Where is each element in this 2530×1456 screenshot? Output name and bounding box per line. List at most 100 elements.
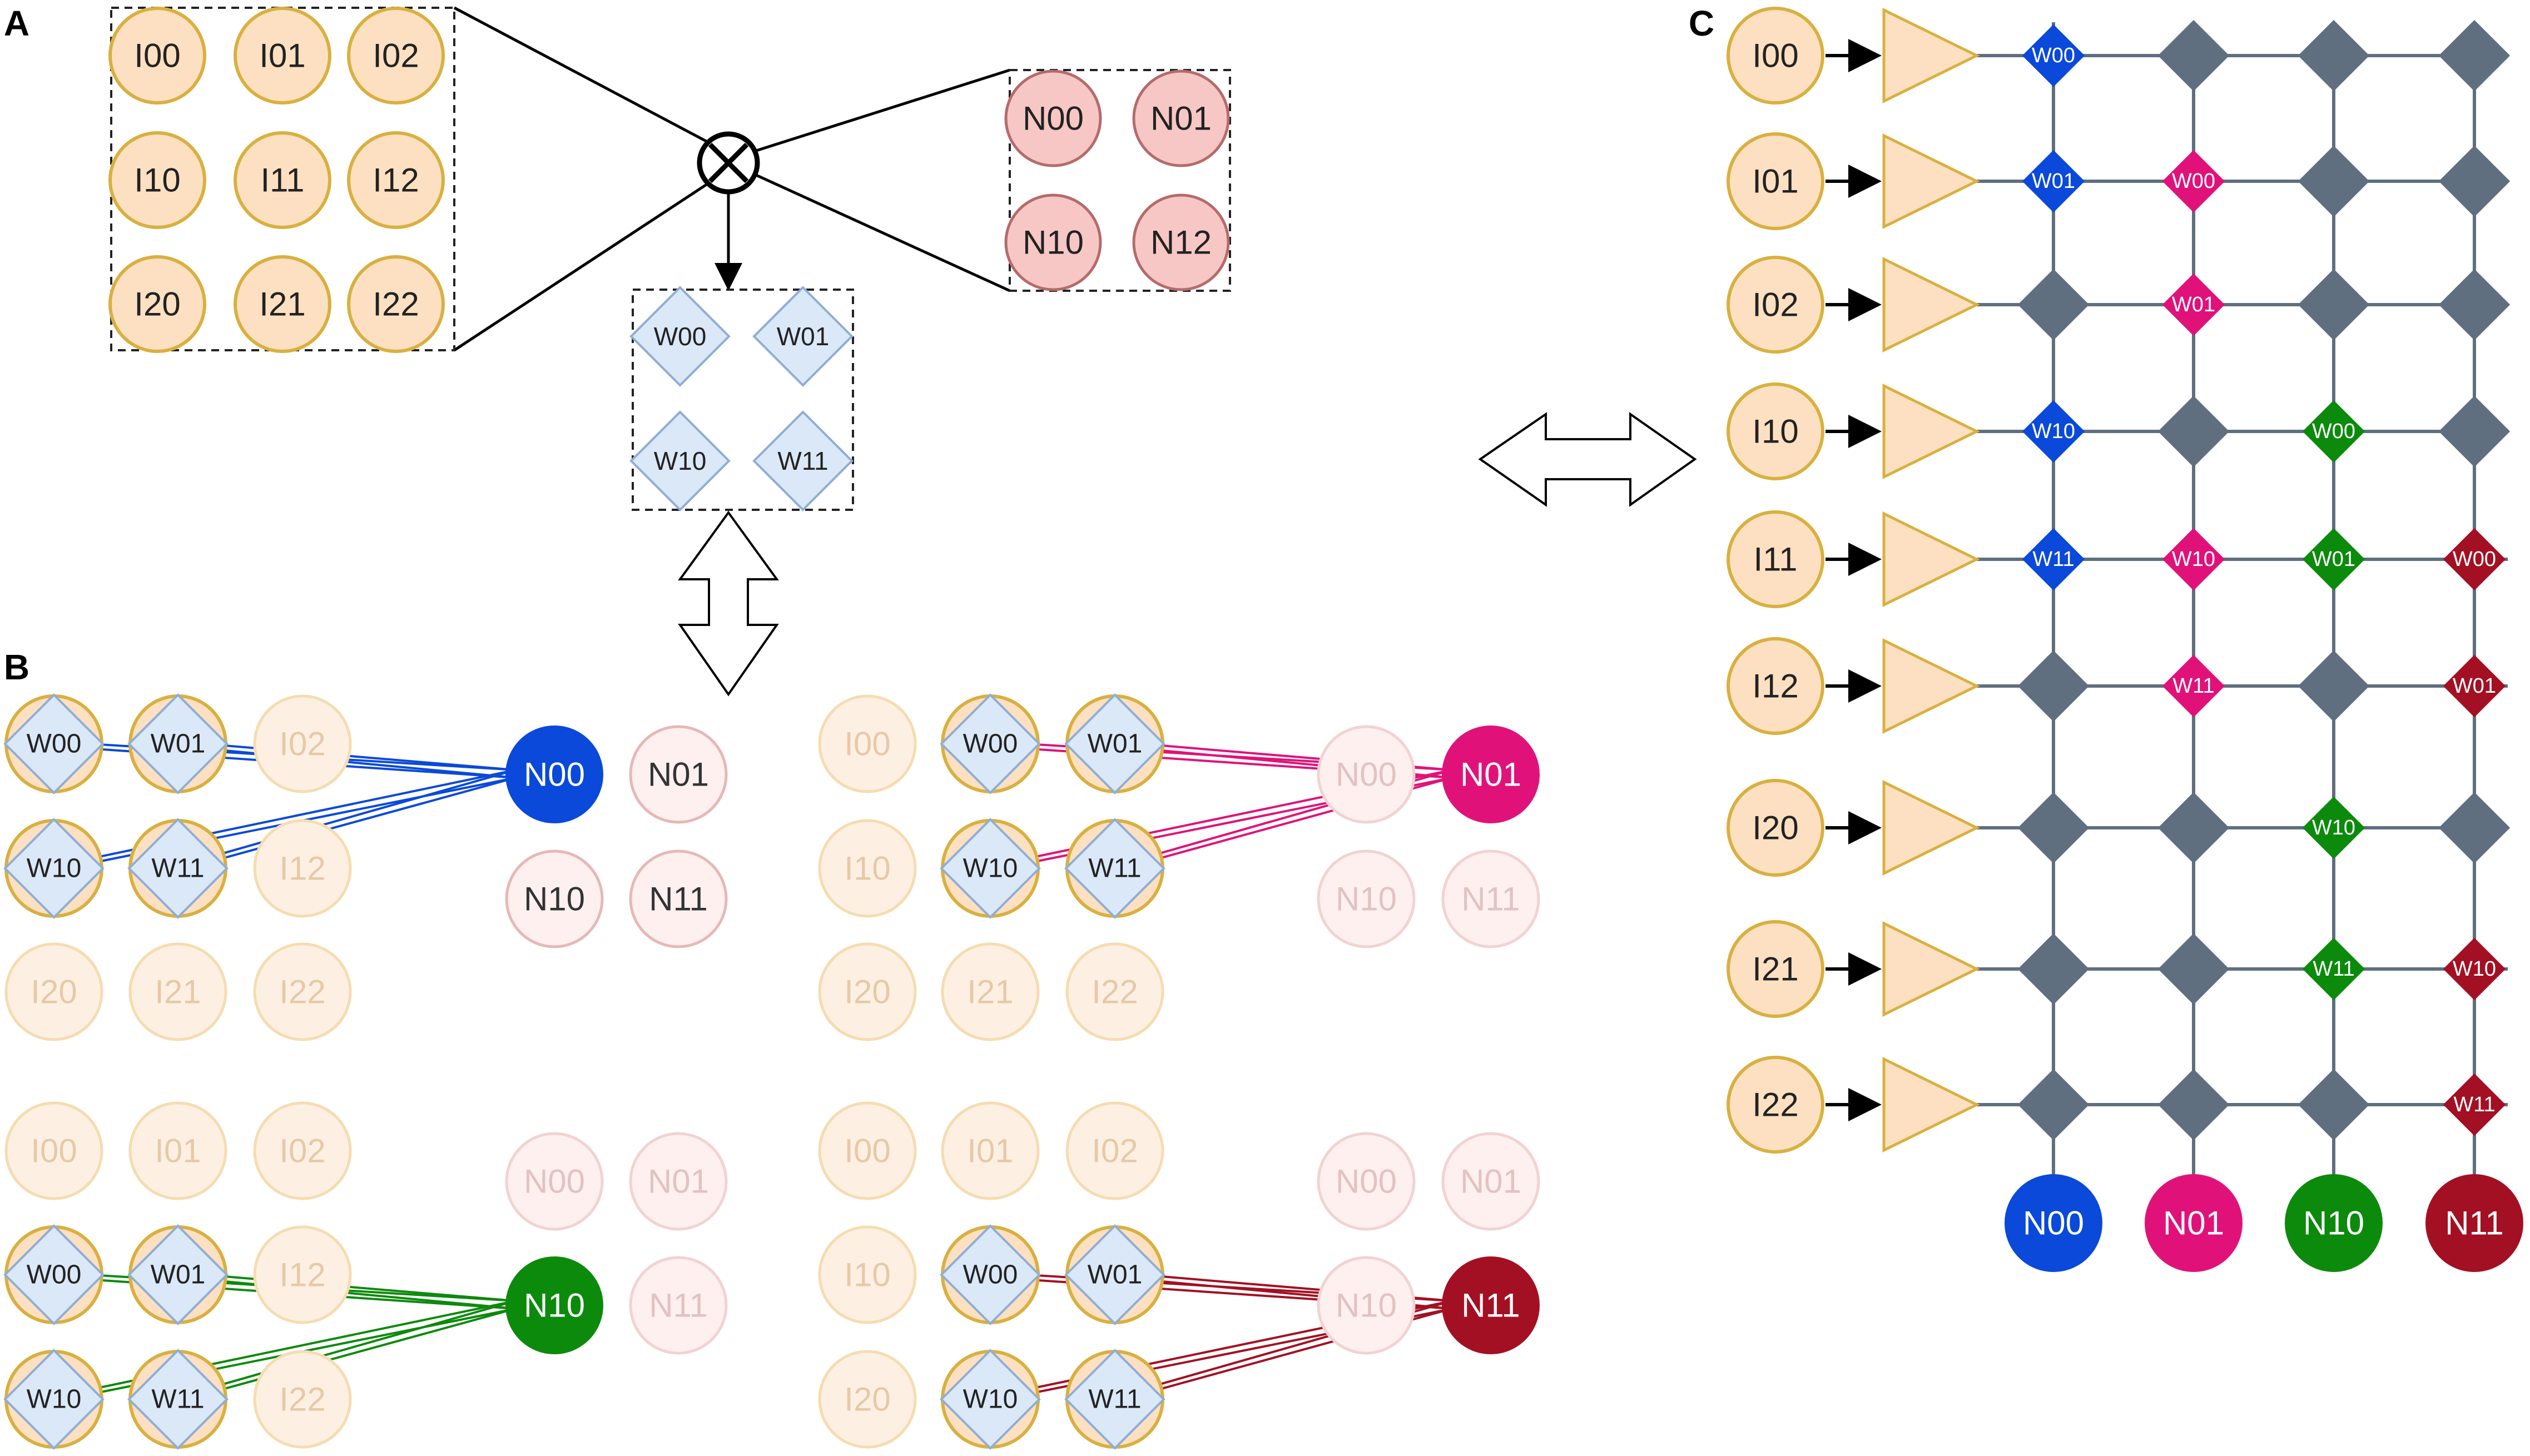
crossbar-weight-cell	[2022, 24, 2085, 87]
kernel-weight	[752, 410, 854, 511]
output-feature-map-box	[1009, 69, 1231, 292]
input-node-inactive	[128, 942, 227, 1041]
crossbar-weight-label: W01	[2312, 548, 2355, 571]
input-node-inactive	[1065, 942, 1164, 1041]
crossbar-weight-label: W00	[2032, 44, 2075, 67]
kernel-weight-label: W10	[654, 446, 707, 475]
output-node-inactive	[629, 1132, 728, 1231]
projection-line	[453, 6, 708, 143]
double-arrow-vertical	[678, 510, 779, 697]
output-node-active	[505, 1256, 603, 1354]
crossbar-weight-label: W10	[2032, 420, 2075, 443]
input-node-inactive	[941, 1101, 1040, 1200]
crossbar-weight-label: W00	[2453, 548, 2496, 571]
crossbar-empty-cell	[2438, 19, 2511, 92]
crossbar-weight-cell	[2443, 528, 2506, 591]
input-node-label: I21	[967, 973, 1013, 1011]
crossbar-input-node	[1727, 920, 1824, 1018]
input-node-inactive	[4, 1101, 103, 1200]
projection-line	[453, 182, 708, 352]
input-node	[234, 255, 331, 353]
driver-triangle	[1882, 779, 1980, 876]
crossbar-input-node	[1727, 637, 1824, 735]
crossbar-input-label: I02	[1752, 286, 1798, 324]
output-node-inactive	[1317, 849, 1416, 948]
input-node-label: I20	[844, 973, 890, 1011]
input-node-label: I10	[134, 162, 180, 199]
output-node-label: N11	[649, 881, 708, 918]
crossbar-weight-cell	[2443, 937, 2506, 1001]
input-node-inactive	[818, 1101, 917, 1200]
driver-triangle	[1882, 921, 1980, 1017]
input-node-label: I02	[279, 725, 325, 763]
projection-line	[756, 68, 1010, 152]
crossbar-weight-cell	[2162, 273, 2225, 336]
crossbar-input-label: I01	[1752, 163, 1798, 200]
input-node-inactive	[818, 942, 917, 1041]
crossbar-input-node	[1727, 7, 1824, 105]
output-node-inactive	[629, 725, 728, 824]
input-node	[347, 7, 445, 105]
crossbar-weight-cell	[2302, 400, 2365, 463]
input-node	[347, 255, 445, 353]
kernel-weight	[3, 1224, 105, 1325]
output-node	[1004, 69, 1102, 167]
input-node-label: I22	[279, 973, 325, 1011]
crossbar-weight-cell	[2302, 528, 2365, 591]
kernel-weight	[629, 286, 731, 387]
input-node-label: I12	[279, 1256, 325, 1294]
crossbar-weight-label: W01	[2032, 170, 2075, 193]
output-node-inactive	[629, 1256, 728, 1355]
input-node-label: I02	[373, 37, 419, 74]
kernel-weight-label: W00	[27, 1260, 82, 1290]
crossbar-empty-cell	[2157, 19, 2230, 92]
kernel-weight	[127, 818, 229, 919]
input-node-inactive	[253, 1101, 352, 1200]
output-node-label: N01	[1460, 1163, 1521, 1200]
output-node-inactive	[1441, 849, 1540, 948]
input-node-inactive	[128, 1101, 227, 1200]
kernel-weight-label: W10	[963, 854, 1018, 883]
kernel-weight	[940, 1349, 1041, 1450]
input-node-inactive	[253, 819, 352, 918]
crossbar-weight-label: W11	[2172, 674, 2214, 698]
crossbar-empty-cell	[2157, 395, 2230, 468]
output-node-inactive	[1317, 1132, 1416, 1231]
output-node-label: N00	[1023, 100, 1084, 137]
crossbar-empty-cell	[2438, 145, 2511, 217]
crossbar-empty-cell	[2017, 933, 2090, 1005]
output-node-label: N00	[1336, 756, 1397, 793]
input-node-label: I00	[844, 725, 890, 763]
double-arrow-horizontal	[1478, 412, 1697, 507]
input-node-label: I02	[1092, 1132, 1138, 1170]
input-node-label: I01	[259, 37, 305, 74]
crossbar-input-node	[1727, 132, 1824, 230]
crossbar-output-label: N11	[2445, 1205, 2504, 1242]
crossbar-input-label: I00	[1752, 37, 1798, 74]
output-node-label: N01	[1150, 100, 1212, 137]
input-node-label: I12	[373, 162, 419, 199]
crossbar-input-node	[1727, 382, 1824, 480]
kernel-weight-label: W11	[151, 1385, 204, 1414]
output-node	[1132, 193, 1230, 291]
driver-triangle	[1882, 638, 1980, 734]
crossbar-weight-cell	[2443, 1073, 2506, 1136]
crossbar-weight-label: W10	[2453, 957, 2496, 981]
kernel-weight	[940, 818, 1041, 919]
crossbar-input-label: I21	[1752, 951, 1798, 988]
output-node-inactive	[505, 849, 604, 948]
output-node-active	[1442, 725, 1540, 823]
input-node-inactive	[253, 1225, 352, 1324]
crossbar-input-label: I11	[1754, 541, 1798, 578]
output-node-active	[505, 725, 603, 823]
crossbar-weight-label: W10	[2312, 816, 2355, 839]
output-node-label: N01	[1460, 756, 1521, 793]
kernel-weight-label: W10	[27, 1385, 82, 1414]
panel-label-a: A	[4, 3, 29, 43]
crossbar-weight-label: W11	[2453, 1093, 2495, 1116]
crossbar-weight-cell	[2443, 654, 2506, 718]
input-node-label: I02	[279, 1132, 325, 1170]
input-node-label: I21	[155, 973, 201, 1011]
input-node	[234, 7, 331, 105]
